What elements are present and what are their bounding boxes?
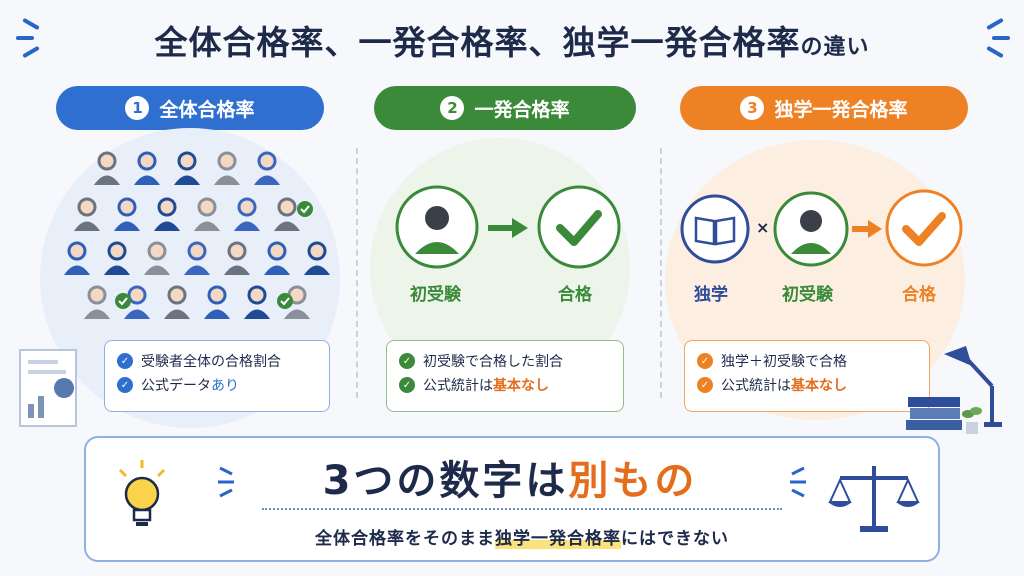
arrow-right-icon xyxy=(488,218,528,238)
point-item: ✓公式統計は基本なし xyxy=(697,373,917,397)
scale-icon xyxy=(828,466,920,532)
person-icon xyxy=(264,241,290,275)
header: 全体合格率、一発合格率、独学一発合格率の違い xyxy=(0,0,1024,78)
section-1-points: ✓受験者全体の合格割合 ✓公式データあり xyxy=(104,340,330,412)
point-item: ✓受験者全体の合格割合 xyxy=(117,349,317,373)
section-3-points: ✓独学＋初受験で合格 ✓公式統計は基本なし xyxy=(684,340,930,412)
check-circle-icon xyxy=(885,189,963,267)
label-pass: 合格 xyxy=(902,285,936,305)
person-icon xyxy=(224,241,250,275)
accent-dash xyxy=(16,36,34,40)
person-icon xyxy=(114,197,140,231)
person-icon xyxy=(274,197,300,231)
check-badge-icon xyxy=(277,293,293,309)
divider xyxy=(660,148,662,398)
accent-dash xyxy=(986,45,1004,59)
times-operator: × xyxy=(756,218,770,237)
person-icon xyxy=(64,241,90,275)
point-item: ✓独学＋初受験で合格 xyxy=(697,349,917,373)
person-icon xyxy=(74,197,100,231)
person-icon xyxy=(124,285,150,319)
desk-lamp-icon xyxy=(944,346,1002,427)
person-icon xyxy=(244,285,270,319)
check-icon: ✓ xyxy=(697,377,713,393)
books-stack-icon xyxy=(906,397,962,430)
label-self-study: 独学 xyxy=(694,285,728,305)
summary-headline: 3つの数字は別もの xyxy=(322,458,698,504)
check-badge-icon xyxy=(297,201,313,217)
person-icon xyxy=(144,241,170,275)
person-icon xyxy=(234,197,260,231)
label-pass: 合格 xyxy=(558,285,592,305)
person-icon xyxy=(773,191,849,267)
person-icon xyxy=(154,197,180,231)
page-title: 全体合格率、一発合格率、独学一発合格率の違い xyxy=(154,23,870,62)
person-icon xyxy=(174,151,200,185)
accent-dash xyxy=(22,45,40,59)
accent-lines-icon xyxy=(790,466,806,498)
document-chart-icon xyxy=(19,349,77,427)
accent-dash xyxy=(22,17,40,31)
check-badge-icon xyxy=(115,293,131,309)
label-first-attempt: 初受験 xyxy=(410,285,461,305)
lightbulb-icon xyxy=(118,460,166,526)
accent-lines-icon xyxy=(218,466,234,498)
person-icon xyxy=(214,151,240,185)
check-icon: ✓ xyxy=(697,353,713,369)
person-icon xyxy=(204,285,230,319)
point-item: ✓公式統計は基本なし xyxy=(399,373,611,397)
book-icon xyxy=(680,194,750,264)
check-icon: ✓ xyxy=(117,377,133,393)
arrow-right-icon xyxy=(852,220,882,238)
person-icon xyxy=(395,185,479,269)
point-item: ✓初受験で合格した割合 xyxy=(399,349,611,373)
person-icon xyxy=(134,151,160,185)
divider xyxy=(356,148,358,398)
check-icon: ✓ xyxy=(399,353,415,369)
accent-dash xyxy=(986,17,1004,31)
section-2-points: ✓初受験で合格した割合 ✓公式統計は基本なし xyxy=(386,340,624,412)
summary-subtext: 全体合格率をそのまま独学一発合格率にはできない xyxy=(315,529,729,549)
person-icon xyxy=(284,285,310,319)
point-item: ✓公式データあり xyxy=(117,373,317,397)
plant-icon xyxy=(962,407,982,434)
person-icon xyxy=(84,285,110,319)
accent-dash xyxy=(992,36,1010,40)
dotted-divider xyxy=(262,508,782,510)
check-icon: ✓ xyxy=(399,377,415,393)
person-icon xyxy=(184,241,210,275)
person-icon xyxy=(304,241,330,275)
person-icon xyxy=(254,151,280,185)
person-icon xyxy=(194,197,220,231)
check-icon: ✓ xyxy=(117,353,133,369)
label-first-attempt: 初受験 xyxy=(782,285,833,305)
check-circle-icon xyxy=(537,185,621,269)
person-icon xyxy=(104,241,130,275)
person-icon xyxy=(94,151,120,185)
person-icon xyxy=(164,285,190,319)
